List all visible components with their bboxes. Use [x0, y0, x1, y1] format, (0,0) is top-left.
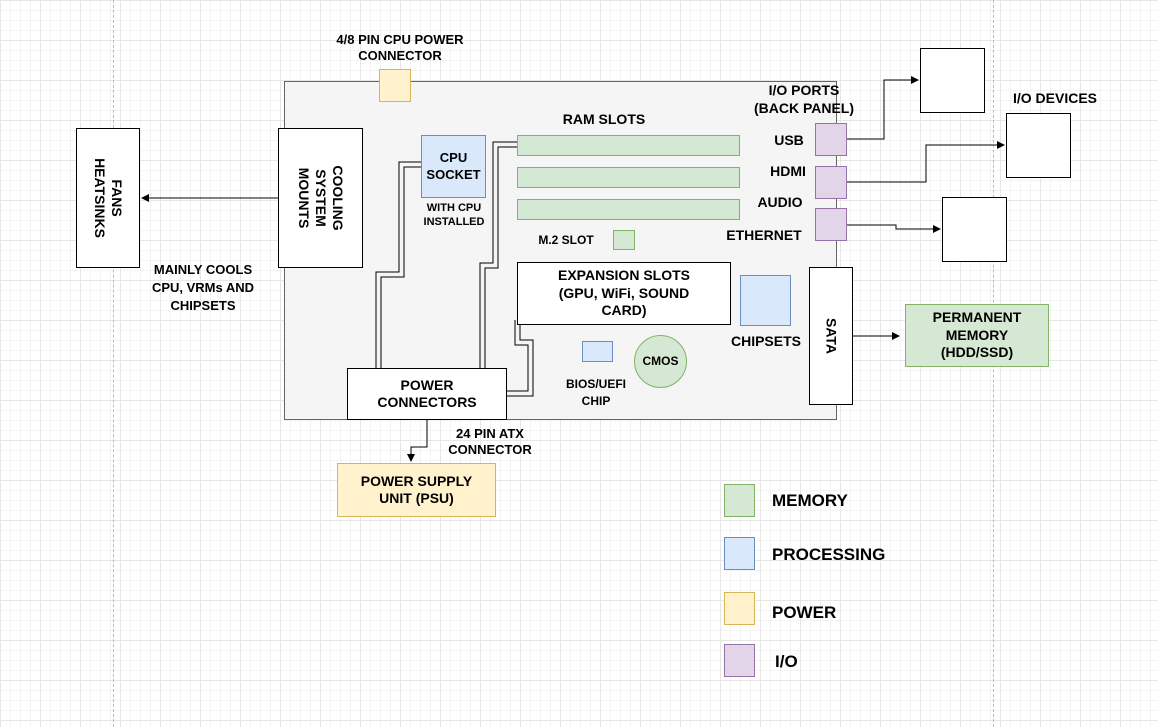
- cooling-system-mounts[interactable]: COOLING SYSTEM MOUNTS: [278, 128, 363, 268]
- io-device-2[interactable]: [1006, 113, 1071, 178]
- cpu-socket-label: CPU SOCKET: [426, 150, 481, 182]
- chipsets-label: CHIPSETS: [730, 333, 801, 349]
- ram-slots-label: RAM SLOTS: [562, 111, 646, 127]
- port-ethernet-label: ETHERNET: [726, 227, 802, 243]
- port-audio-label: AUDIO: [757, 194, 803, 210]
- cpu-power-connector[interactable]: [379, 69, 411, 102]
- cmos-label: CMOS: [642, 354, 679, 368]
- cpu-power-connector-label: 4/8 PIN CPU POWER CONNECTOR: [336, 32, 464, 64]
- expansion-slots[interactable]: EXPANSION SLOTS (GPU, WiFi, SOUND CARD): [517, 262, 731, 325]
- sata[interactable]: SATA: [809, 267, 853, 405]
- io-devices-label: I/O DEVICES: [1012, 90, 1098, 106]
- expansion-slots-label: EXPANSION SLOTS (GPU, WiFi, SOUND CARD): [558, 267, 690, 319]
- m2-slot-label: M.2 SLOT: [538, 233, 594, 247]
- cpu-socket-note: WITH CPU INSTALLED: [423, 202, 485, 228]
- port-hdmi-label: HDMI: [770, 163, 806, 179]
- cooling-note: MAINLY COOLS CPU, VRMs AND CHIPSETS: [151, 262, 255, 314]
- legend-label-memory: MEMORY: [772, 491, 848, 510]
- power-supply-unit[interactable]: POWER SUPPLY UNIT (PSU): [337, 463, 496, 517]
- fans-heatsinks[interactable]: FANS HEATSINKS: [76, 128, 140, 268]
- ram-slot-3[interactable]: [517, 199, 740, 220]
- fans-heatsinks-label: FANS HEATSINKS: [92, 158, 125, 238]
- atx-connector-label: 24 PIN ATX CONNECTOR: [448, 426, 532, 458]
- permanent-memory-label: PERMANENT MEMORY (HDD/SSD): [932, 309, 1022, 361]
- io-device-3[interactable]: [942, 197, 1007, 262]
- legend-swatch-power: [724, 592, 755, 625]
- cmos-battery[interactable]: CMOS: [634, 335, 687, 388]
- ram-slot-1[interactable]: [517, 135, 740, 156]
- legend-swatch-memory: [724, 484, 755, 517]
- io-ports-label: I/O PORTS (BACK PANEL): [753, 82, 855, 116]
- legend-swatch-processing: [724, 537, 755, 570]
- permanent-memory[interactable]: PERMANENT MEMORY (HDD/SSD): [905, 304, 1049, 367]
- cpu-socket[interactable]: CPU SOCKET: [421, 135, 486, 198]
- cooling-system-mounts-label: COOLING SYSTEM MOUNTS: [296, 165, 346, 231]
- sata-label: SATA: [823, 317, 840, 355]
- ram-slot-2[interactable]: [517, 167, 740, 188]
- power-connectors[interactable]: POWER CONNECTORS: [347, 368, 507, 420]
- bios-uefi-chip[interactable]: [582, 341, 613, 362]
- port-ethernet[interactable]: [815, 208, 847, 241]
- legend-swatch-io: [724, 644, 755, 677]
- bios-chip-label: BIOS/UEFI CHIP: [565, 377, 626, 408]
- port-hdmi[interactable]: [815, 166, 847, 199]
- legend-label-processing: PROCESSING: [772, 545, 886, 564]
- legend-label-io: I/O: [775, 652, 798, 671]
- chipsets[interactable]: [740, 275, 791, 326]
- psu-label: POWER SUPPLY UNIT (PSU): [360, 472, 473, 507]
- page-boundary-left: [113, 0, 114, 727]
- legend-label-power: POWER: [772, 603, 837, 622]
- port-usb[interactable]: [815, 123, 847, 156]
- power-connectors-label: POWER CONNECTORS: [377, 376, 477, 411]
- port-usb-label: USB: [774, 132, 804, 148]
- io-device-1[interactable]: [920, 48, 985, 113]
- m2-slot[interactable]: [613, 230, 635, 250]
